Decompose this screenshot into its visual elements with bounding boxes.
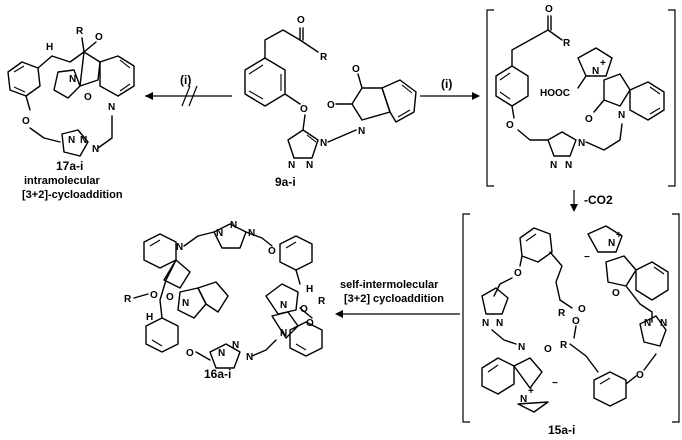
triazole-n2: N bbox=[306, 160, 313, 171]
enone-r-group: R bbox=[320, 52, 328, 63]
oxindole-oxygen-16b: O bbox=[300, 304, 308, 315]
triazole-n-16b: N bbox=[230, 220, 237, 231]
r-group-15a: R bbox=[558, 308, 566, 319]
isatin-nitrogen: N bbox=[358, 126, 365, 137]
oxindole-oxygen-15c: O bbox=[544, 344, 552, 355]
ylide-minus-15a: − bbox=[584, 252, 590, 263]
triazole-n-15d: N bbox=[660, 318, 667, 329]
ether-oxygen-int: O bbox=[506, 120, 514, 131]
intramolecular-caption-1: intramolecular bbox=[24, 175, 101, 187]
compound-16-structure: N O N N N O R O H N N H R O O N N N bbox=[124, 220, 326, 369]
oxindole-n-17: N bbox=[108, 102, 115, 113]
r-group-17: R bbox=[76, 26, 84, 37]
compound-15-structure: O N N R O N + − O N O N + − R O O bbox=[462, 213, 680, 423]
ether-oxygen-17: O bbox=[22, 116, 30, 127]
selfinter-caption-1: self-intermolecular bbox=[340, 279, 439, 291]
ketone-oxygen-int: O bbox=[545, 4, 553, 15]
triazole-n-17b: N bbox=[80, 135, 87, 146]
carbonyl-oxygen-16a: O bbox=[150, 290, 158, 301]
decarboxylation-label: -CO2 bbox=[584, 193, 613, 207]
carbonyl-oxygen-17: O bbox=[95, 32, 103, 43]
ylide-nitrogen-15a: N bbox=[608, 238, 615, 249]
triazole-n-17c: N bbox=[92, 144, 99, 155]
triazole-n-int-c: N bbox=[578, 138, 585, 149]
h-atom-16b: H bbox=[306, 284, 313, 295]
ether-oxygen-15c: O bbox=[636, 370, 644, 381]
oxindole-n-int: N bbox=[618, 110, 625, 121]
oxindole-oxygen-int: O bbox=[585, 114, 593, 125]
oxindole-oxygen-17: O bbox=[84, 92, 92, 103]
r-group-15c: R bbox=[560, 340, 568, 351]
compound-17-structure: H R O N O N O N N N bbox=[7, 26, 135, 157]
oxindole-oxygen-16a: O bbox=[166, 292, 174, 303]
cycloaddition-arrow bbox=[335, 310, 460, 318]
compound-17-label: 17a-i bbox=[56, 159, 83, 173]
pyrrolidine-n-17: N bbox=[69, 74, 76, 85]
pyrrolidine-n-16b: N bbox=[280, 300, 287, 311]
compound-9-label: 9a-i bbox=[275, 175, 296, 189]
oxindole-n-16a: N bbox=[176, 242, 183, 253]
r-group-16a: R bbox=[124, 294, 132, 305]
ether-oxygen-16a: O bbox=[268, 246, 276, 257]
ether-oxygen: O bbox=[300, 104, 308, 115]
triazole-n-int-a: N bbox=[550, 160, 557, 171]
carboxylic-acid: HOOC bbox=[540, 88, 570, 99]
triazole-n-15b: N bbox=[496, 318, 503, 329]
ether-oxygen-15a: O bbox=[514, 268, 522, 279]
triazole-n-16e: N bbox=[232, 340, 239, 351]
enone-oxygen: O bbox=[297, 15, 305, 26]
compound-15-label: 15a-i bbox=[548, 423, 575, 437]
ketone-oxygen-15a: O bbox=[578, 304, 586, 315]
iminium-nitrogen: N bbox=[592, 66, 599, 77]
isatin-oxygen-2: O bbox=[352, 64, 360, 75]
iminium-charge: + bbox=[600, 58, 606, 69]
forward-arrow bbox=[420, 92, 480, 100]
triazole-n-15a: N bbox=[482, 318, 489, 329]
decarboxylation-arrow bbox=[570, 190, 578, 212]
ketone-oxygen-15c: O bbox=[572, 316, 580, 327]
oxindole-n-15c: N bbox=[518, 342, 525, 353]
pyrrolidine-n-16a: N bbox=[182, 298, 189, 309]
iminium-intermediate-structure: O R N + HOOC O N O N N N bbox=[486, 4, 676, 187]
selfinter-caption-2: [3+2] cycloaddition bbox=[344, 293, 444, 305]
ylide-plus-15a: + bbox=[616, 230, 622, 241]
triazole-n-16d: N bbox=[218, 348, 225, 359]
r-group-16b: R bbox=[318, 296, 326, 307]
reagent-right-label: (i) bbox=[441, 77, 452, 91]
compound-16-label: 16a-i bbox=[204, 367, 231, 381]
triazole-n-17a: N bbox=[68, 135, 75, 146]
blocked-arrow bbox=[145, 85, 232, 107]
h-atom-17: H bbox=[46, 42, 53, 53]
reagent-left-label: (i) bbox=[180, 73, 191, 87]
ylide-nitrogen-15c: N bbox=[520, 394, 527, 405]
intramolecular-caption-2: [3+2]-cycloaddition bbox=[22, 189, 123, 201]
triazole-n1: N bbox=[288, 160, 295, 171]
triazole-n3: N bbox=[320, 138, 327, 149]
isatin-oxygen-1: O bbox=[327, 100, 335, 111]
triazole-n-int-b: N bbox=[565, 160, 572, 171]
ylide-minus-15c: − bbox=[552, 378, 558, 389]
triazole-n-16a: N bbox=[216, 228, 223, 239]
triazole-n-15c: N bbox=[644, 318, 651, 329]
h-atom-16a: H bbox=[146, 312, 153, 323]
ether-oxygen-16b: O bbox=[186, 348, 194, 359]
ylide-plus-15c: + bbox=[528, 386, 534, 397]
r-group-int: R bbox=[563, 38, 571, 49]
triazole-n-16f: N bbox=[246, 352, 253, 363]
compound-9-structure: O R O N N N N O O bbox=[244, 15, 417, 171]
oxindole-oxygen-15a: O bbox=[612, 288, 620, 299]
